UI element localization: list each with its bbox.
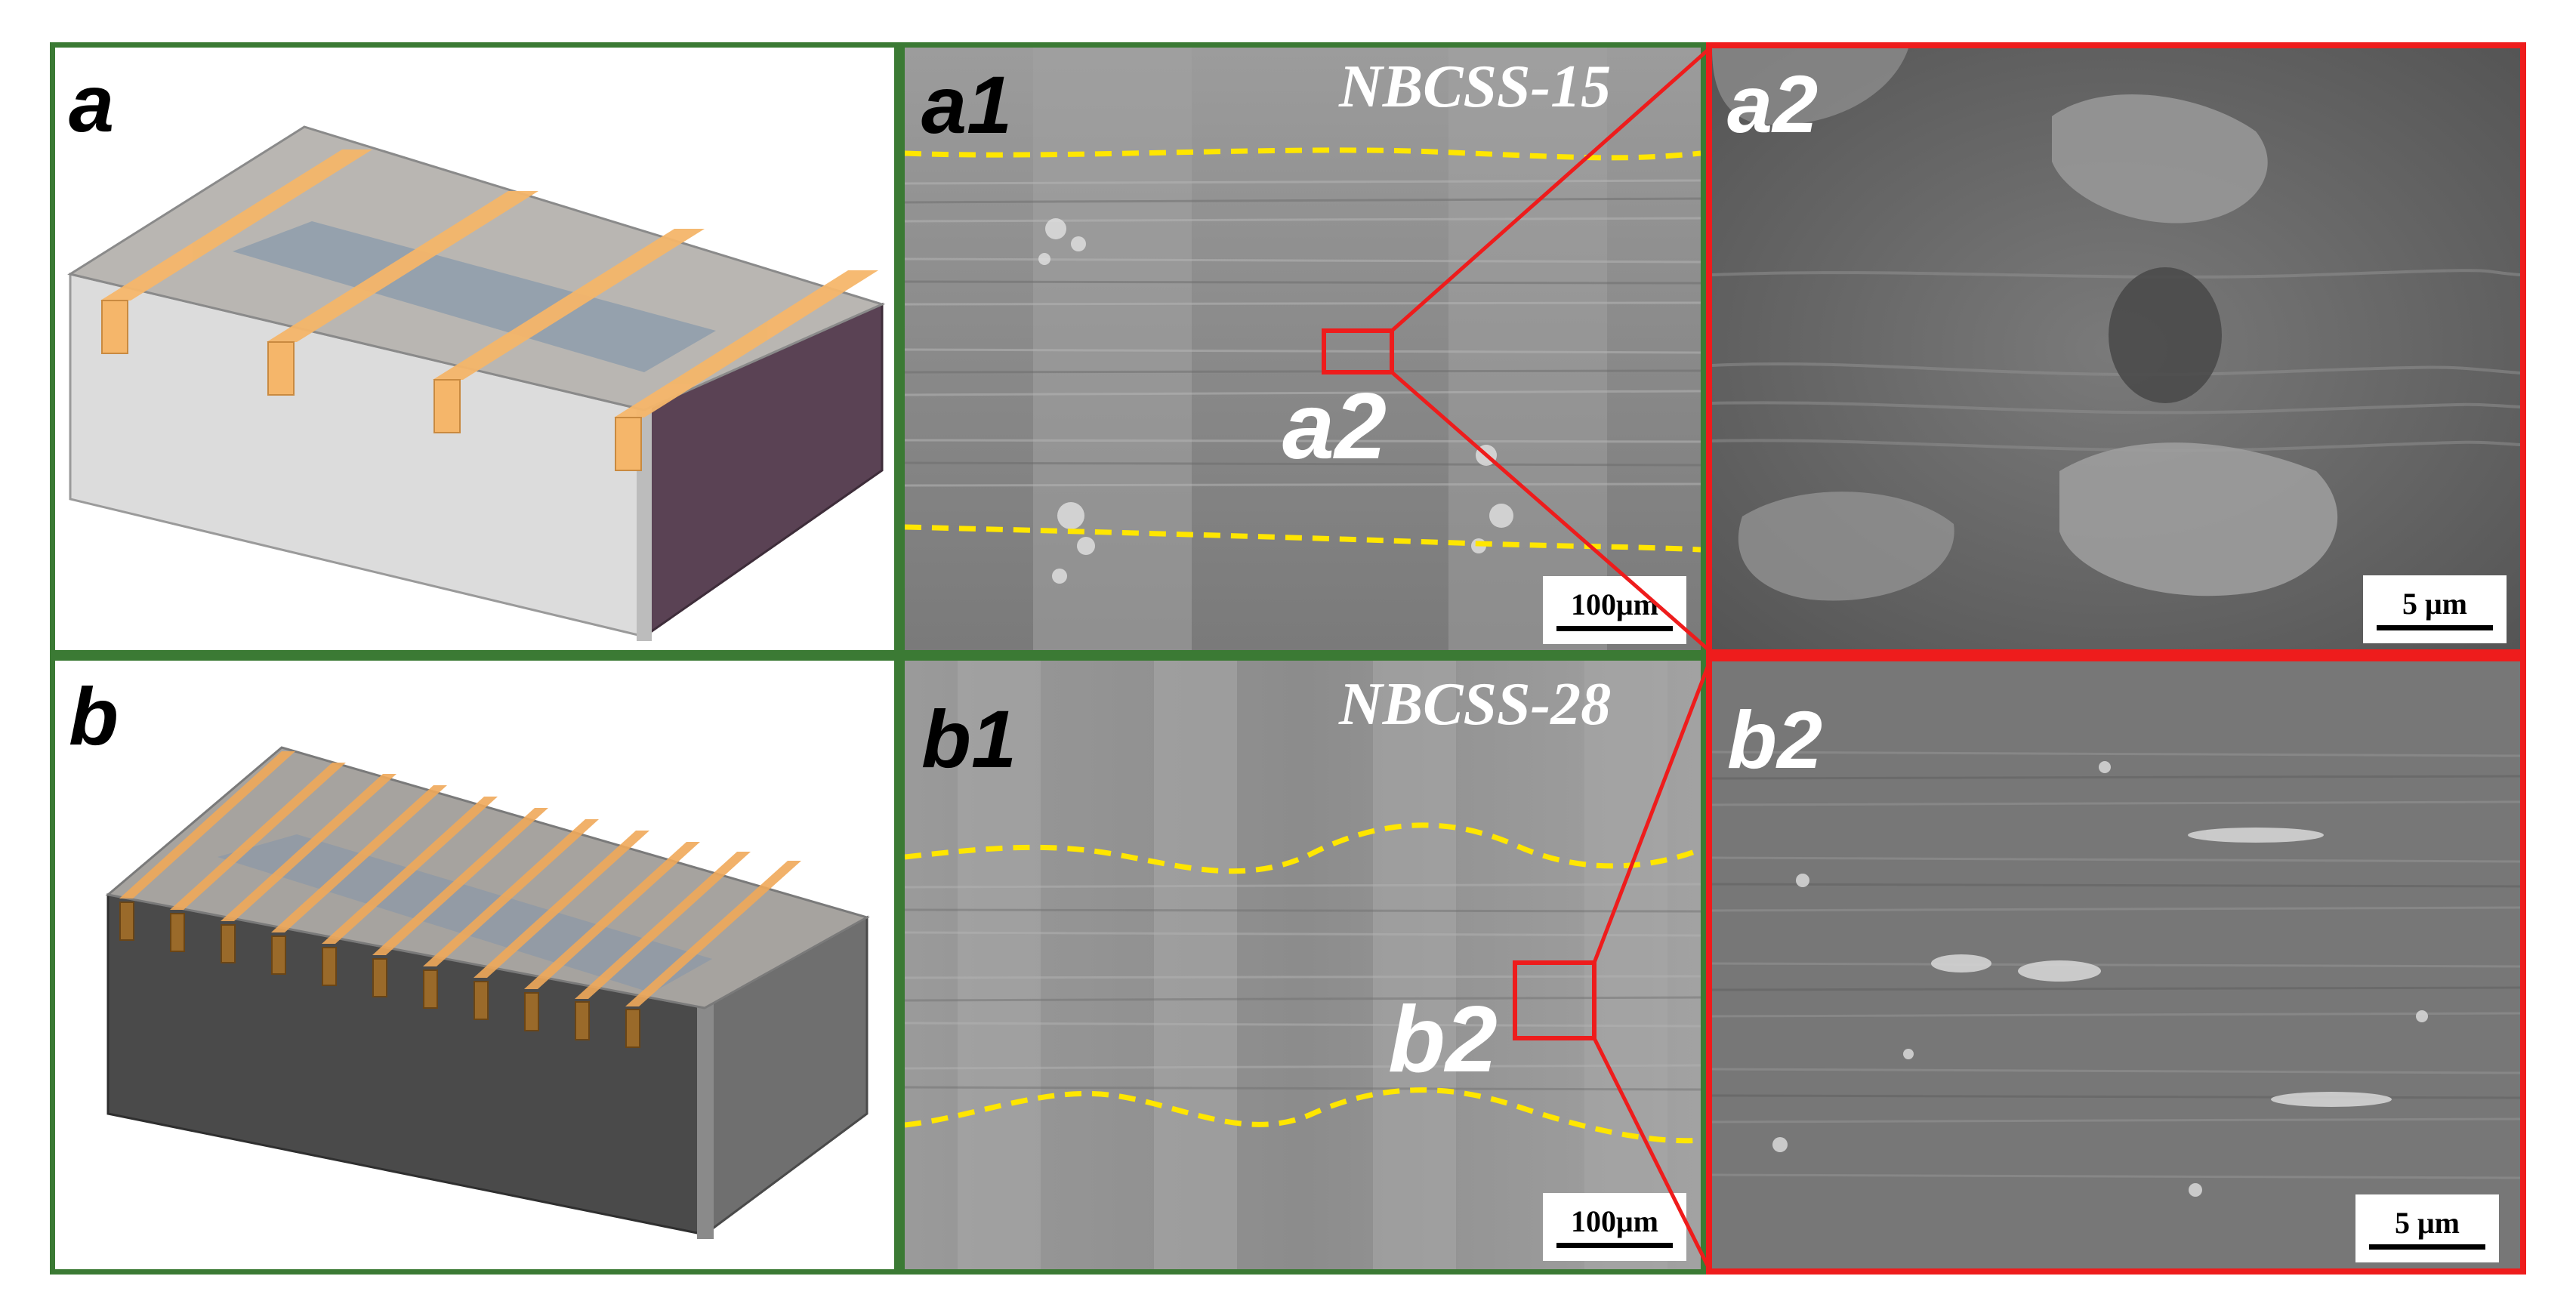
panel-b1: b1 NBCSS-28 b2 100μm bbox=[899, 655, 1706, 1275]
scale-bar-label-b1: 100μm bbox=[1571, 1204, 1658, 1238]
panel-a: a bbox=[50, 42, 899, 655]
panel-label-b1: b1 bbox=[921, 693, 1017, 784]
panel-label-b: b bbox=[69, 670, 119, 762]
panel-b2: b2 5 μm bbox=[1706, 655, 2526, 1275]
scale-bar-line-a2 bbox=[2377, 625, 2493, 630]
sem-image-b1 bbox=[905, 661, 1701, 1269]
panel-a2: a2 5 μm bbox=[1706, 42, 2526, 655]
scale-bar-b2: 5 μm bbox=[2355, 1194, 2499, 1262]
panel-b: b bbox=[50, 655, 899, 1275]
sem-image-b2 bbox=[1712, 661, 2520, 1268]
callout-label-a2: a2 bbox=[1282, 375, 1387, 479]
scale-bar-label-b2: 5 μm bbox=[2395, 1206, 2460, 1240]
scale-bar-line-b2 bbox=[2369, 1244, 2485, 1250]
panel-label-b2: b2 bbox=[1727, 694, 1823, 785]
scale-bar-label-a1: 100μm bbox=[1571, 587, 1658, 621]
scale-bar-b1: 100μm bbox=[1543, 1193, 1686, 1261]
panel-label-a1: a1 bbox=[921, 59, 1013, 150]
scale-bar-line-b1 bbox=[1556, 1243, 1673, 1248]
sample-name-a1: NBCSS-15 bbox=[1339, 54, 1612, 120]
sem-image-a1 bbox=[905, 48, 1701, 650]
scale-bar-line-a1 bbox=[1556, 626, 1673, 631]
scale-bar-a2: 5 μm bbox=[2363, 575, 2507, 643]
sample-name-b1: NBCSS-28 bbox=[1339, 671, 1612, 738]
panel-label-a: a bbox=[69, 57, 115, 149]
schematic-block-wide-stripes bbox=[67, 125, 886, 641]
scale-bar-a1: 100μm bbox=[1543, 576, 1686, 644]
panel-label-a2: a2 bbox=[1727, 58, 1819, 149]
callout-label-b2: b2 bbox=[1388, 988, 1498, 1092]
sem-image-a2 bbox=[1712, 48, 2520, 649]
scale-bar-label-a2: 5 μm bbox=[2402, 587, 2467, 621]
panel-a1: a1 NBCSS-15 a2 100μm bbox=[899, 42, 1706, 655]
schematic-block-narrow-stripes bbox=[105, 746, 870, 1239]
